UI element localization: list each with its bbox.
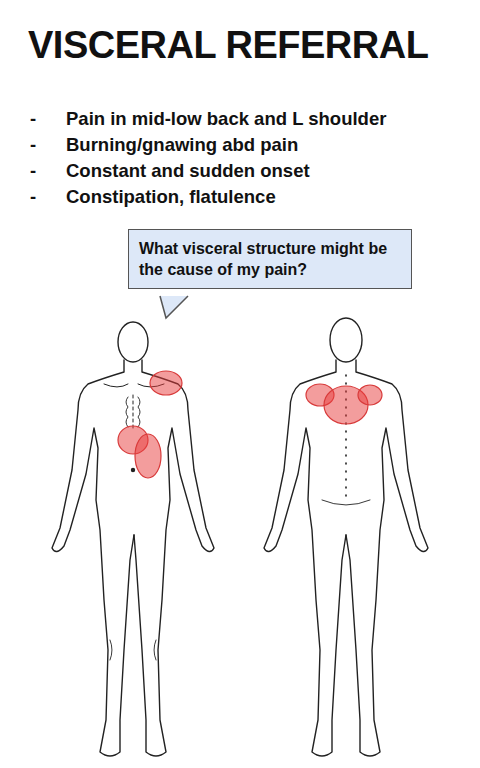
back-figure <box>264 318 428 756</box>
page-title: VISCERAL REFERRAL <box>28 24 428 67</box>
bullet-dash: - <box>30 108 36 130</box>
speech-bubble: What visceral structure might be the cau… <box>128 229 412 289</box>
pain-regions <box>118 371 382 478</box>
bullet-dash: - <box>30 186 36 208</box>
bullet-text: Burning/gnawing abd pain <box>66 134 298 156</box>
front-figure <box>52 322 214 756</box>
bullet-text: Constipation, flatulence <box>66 186 276 208</box>
bullet-dash: - <box>30 134 36 156</box>
bubble-tail <box>160 296 188 318</box>
bullet-text: Constant and sudden onset <box>66 160 310 182</box>
bullet-text: Pain in mid-low back and L shoulder <box>66 108 386 130</box>
bubble-text: What visceral structure might be the cau… <box>139 238 401 280</box>
bullet-dash: - <box>30 160 36 182</box>
